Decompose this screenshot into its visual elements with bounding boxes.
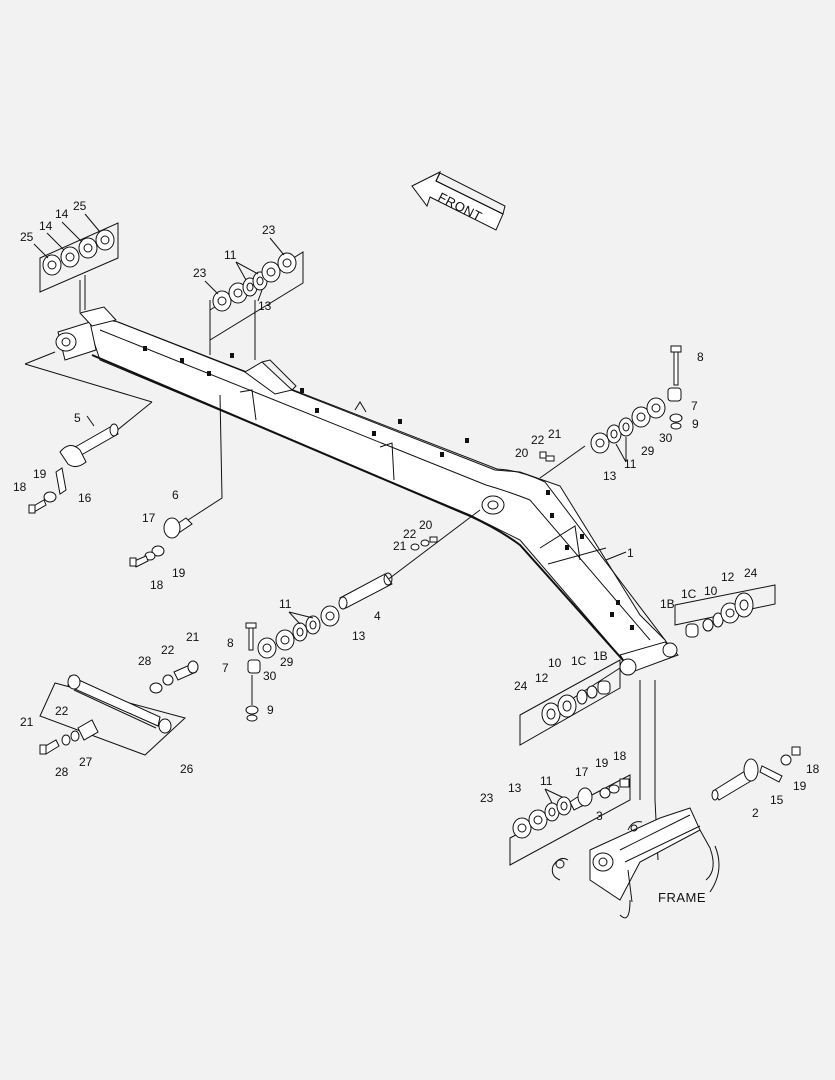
washer-stack-3 <box>245 605 340 722</box>
callout-29: 29 <box>280 655 294 669</box>
pin-6 <box>129 517 193 568</box>
callout-10: 10 <box>704 584 718 598</box>
callout-15: 15 <box>770 793 784 807</box>
callout-19: 19 <box>595 756 609 770</box>
callout-19: 19 <box>172 566 186 580</box>
callout-21: 21 <box>186 630 200 644</box>
callout-10: 10 <box>548 656 562 670</box>
callout-7: 7 <box>222 661 229 675</box>
callout-13: 13 <box>603 469 617 483</box>
callout-9: 9 <box>692 417 699 431</box>
callout-8: 8 <box>697 350 704 364</box>
frame <box>551 807 720 919</box>
callout-22: 22 <box>531 433 545 447</box>
callout-22: 22 <box>55 704 69 718</box>
callout-17: 17 <box>575 765 589 779</box>
front-arrow-icon: FRONT <box>411 170 506 231</box>
callout-28: 28 <box>55 765 69 779</box>
callout-17: 17 <box>142 511 156 525</box>
callout-13: 13 <box>258 299 272 313</box>
callout-1c: 1C <box>681 587 697 601</box>
callout-11: 11 <box>624 457 637 471</box>
washer-stack-1 <box>42 229 115 276</box>
callout-1b: 1B <box>593 649 608 663</box>
callout-19: 19 <box>33 467 47 481</box>
callout-21: 21 <box>20 715 34 729</box>
callout-11: 11 <box>540 774 553 788</box>
callout-14: 14 <box>39 219 53 233</box>
callout-20: 20 <box>419 518 433 532</box>
callout-18: 18 <box>150 578 164 592</box>
callout-11: 11 <box>279 597 292 611</box>
callout-12: 12 <box>535 671 549 685</box>
callout-2: 2 <box>752 806 759 820</box>
callout-21: 21 <box>393 539 407 553</box>
callout-8: 8 <box>227 636 234 650</box>
callout-22: 22 <box>161 643 175 657</box>
callout-23: 23 <box>193 266 207 280</box>
callout-18: 18 <box>806 762 820 776</box>
callout-13: 13 <box>508 781 522 795</box>
callout-11: 11 <box>224 248 237 262</box>
callout-6: 6 <box>172 488 179 502</box>
tool-26 <box>39 660 199 755</box>
callout-30: 30 <box>263 669 277 683</box>
callout-24: 24 <box>514 679 528 693</box>
callout-25: 25 <box>73 199 87 213</box>
label-leaders <box>33 213 627 804</box>
callout-27: 27 <box>79 755 93 769</box>
washer-stack-4 <box>539 345 683 462</box>
callout-boxes <box>39 222 776 866</box>
callout-23: 23 <box>262 223 276 237</box>
washer-stack-7 <box>512 778 630 839</box>
pin-5 <box>28 423 119 514</box>
callout-26: 26 <box>180 762 194 776</box>
callout-23: 23 <box>480 791 494 805</box>
callout-24: 24 <box>744 566 758 580</box>
callout-1c: 1C <box>571 654 587 668</box>
callout-4: 4 <box>374 609 381 623</box>
callout-5: 5 <box>74 411 81 425</box>
callout-13: 13 <box>352 629 366 643</box>
washer-stack-6 <box>541 680 611 726</box>
callout-29: 29 <box>641 444 655 458</box>
callout-28: 28 <box>138 654 152 668</box>
pin-2 <box>711 746 801 801</box>
callout-18: 18 <box>613 749 627 763</box>
boom <box>55 306 679 676</box>
callout-1: 1 <box>627 546 634 560</box>
callout-25: 25 <box>20 230 34 244</box>
callout-30: 30 <box>659 431 673 445</box>
callout-16: 16 <box>78 491 92 505</box>
pin-4 <box>338 536 438 610</box>
callout-12: 12 <box>721 570 735 584</box>
callout-labels: FRAME 1 1B 1B 1C 1C 2 3 4 5 6 7 7 8 8 9 … <box>13 199 820 905</box>
frame-label: FRAME <box>658 890 706 905</box>
callout-1b: 1B <box>660 597 675 611</box>
callout-20: 20 <box>515 446 529 460</box>
callout-22: 22 <box>403 527 417 541</box>
washer-stack-2 <box>212 252 297 312</box>
washer-stack-5 <box>685 592 754 638</box>
callout-18: 18 <box>13 480 27 494</box>
callout-7: 7 <box>691 399 698 413</box>
callout-9: 9 <box>267 703 274 717</box>
callout-19: 19 <box>793 779 807 793</box>
callout-3: 3 <box>596 809 603 823</box>
callout-14: 14 <box>55 207 69 221</box>
callout-21: 21 <box>548 427 562 441</box>
